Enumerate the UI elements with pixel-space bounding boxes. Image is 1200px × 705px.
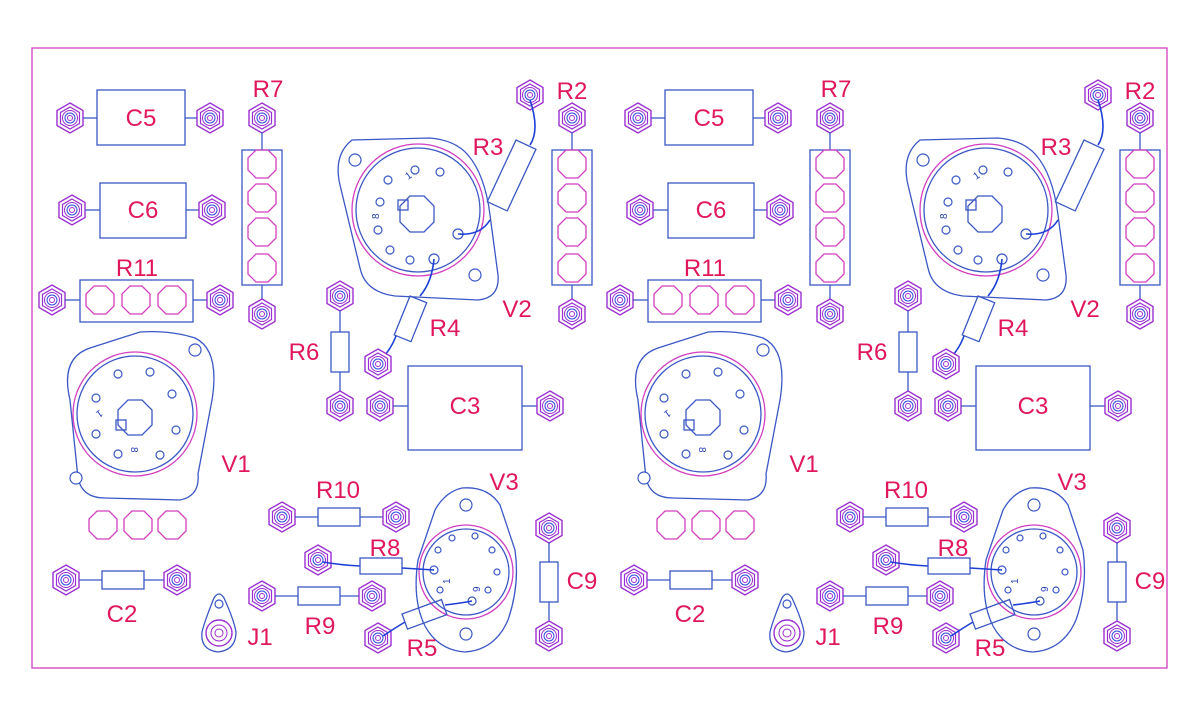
v3-pin-nine-mark: 9 bbox=[1040, 586, 1051, 592]
v1-pin-eight-mark: 8 bbox=[128, 447, 139, 453]
label-v2: V2 bbox=[1070, 296, 1099, 323]
label-r5: R5 bbox=[975, 635, 1006, 662]
v3-pin-one-mark: 1 bbox=[1010, 578, 1021, 584]
label-r2: R2 bbox=[557, 78, 588, 105]
label-c5: C5 bbox=[126, 105, 157, 132]
v2-pin-one-mark: 1 bbox=[971, 170, 982, 182]
board-copy-left bbox=[39, 80, 592, 653]
label-v1: V1 bbox=[221, 451, 250, 478]
label-c3: C3 bbox=[1018, 393, 1049, 420]
label-r3: R3 bbox=[1041, 134, 1072, 161]
label-r4: R4 bbox=[430, 315, 461, 342]
label-r9: R9 bbox=[873, 613, 904, 640]
label-c5: C5 bbox=[694, 105, 725, 132]
label-c9: C9 bbox=[1135, 568, 1166, 595]
v1-pin-eight-mark: 8 bbox=[696, 447, 707, 453]
label-c2: C2 bbox=[107, 601, 138, 628]
label-r7: R7 bbox=[253, 76, 284, 103]
label-j1: J1 bbox=[247, 624, 272, 651]
label-r6: R6 bbox=[289, 339, 320, 366]
labels-left: C5 C6 R7 R2 R3 R11 R6 R4 V2 C3 V1 R10 V3… bbox=[93, 76, 597, 662]
label-r7: R7 bbox=[821, 76, 852, 103]
label-v3: V3 bbox=[489, 469, 518, 496]
v3-pin-nine-mark: 9 bbox=[472, 586, 483, 592]
v3-pin-one-mark: 1 bbox=[442, 578, 453, 584]
label-c3: C3 bbox=[450, 393, 481, 420]
label-r11: R11 bbox=[116, 255, 158, 282]
label-r10: R10 bbox=[884, 477, 928, 504]
board-outline bbox=[31, 47, 1168, 669]
label-v3: V3 bbox=[1057, 469, 1086, 496]
label-c2: C2 bbox=[675, 601, 706, 628]
v1-pin-one-mark: 1 bbox=[93, 407, 104, 419]
label-r8: R8 bbox=[938, 535, 969, 562]
label-j1: J1 bbox=[815, 624, 840, 651]
label-r2: R2 bbox=[1125, 78, 1156, 105]
v2-pin-one-mark: 1 bbox=[403, 170, 414, 182]
label-c6: C6 bbox=[128, 197, 159, 224]
label-c9: C9 bbox=[567, 568, 598, 595]
v1-pin-one-mark: 1 bbox=[661, 407, 672, 419]
board-copy-right bbox=[607, 80, 1160, 653]
label-r4: R4 bbox=[998, 315, 1029, 342]
v2-pin-eight-mark: 8 bbox=[371, 213, 382, 219]
labels-right: C5 C6 R7 R2 R3 R11 R6 R4 V2 C3 V1 R10 V3… bbox=[661, 76, 1165, 662]
label-v1: V1 bbox=[789, 451, 818, 478]
label-v2: V2 bbox=[502, 296, 531, 323]
label-r5: R5 bbox=[407, 635, 438, 662]
label-r6: R6 bbox=[857, 339, 888, 366]
label-r11: R11 bbox=[684, 255, 726, 282]
label-r10: R10 bbox=[316, 477, 360, 504]
label-r9: R9 bbox=[305, 613, 336, 640]
label-r3: R3 bbox=[473, 134, 504, 161]
label-c6: C6 bbox=[696, 197, 727, 224]
v2-pin-eight-mark: 8 bbox=[939, 213, 950, 219]
label-r8: R8 bbox=[370, 535, 401, 562]
